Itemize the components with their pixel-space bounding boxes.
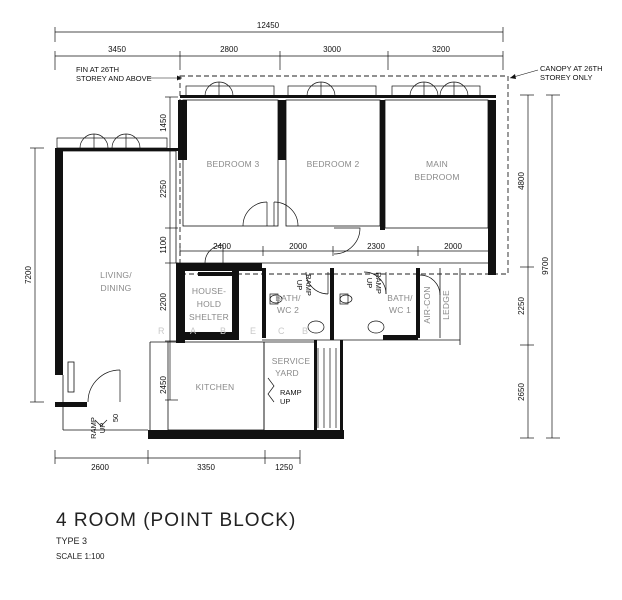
dim-left-1: 1450 [159, 114, 168, 132]
plan-title: 4 ROOM (POINT BLOCK) [56, 510, 297, 531]
ramp-bath2-line1: RAMP [304, 274, 313, 296]
dim-right-2: 2250 [517, 297, 526, 315]
dim-interior-3: 2300 [367, 242, 385, 251]
svg-text:R: R [158, 326, 165, 336]
dim-bottom-2: 3350 [197, 463, 215, 472]
room-kitchen: KITCHEN [196, 382, 235, 392]
windows-top [56, 81, 481, 149]
dim-left-overall: 7200 [24, 266, 33, 284]
dim-interior-1: 2400 [213, 242, 231, 251]
ramp-entry-line1: RAMP [89, 417, 98, 439]
room-bath1-line2: WC 1 [389, 305, 411, 315]
room-bath2-line2: WC 2 [277, 305, 299, 315]
dim-interior-2: 2000 [289, 242, 307, 251]
room-aircon-line2: LEDGE [441, 290, 451, 320]
room-shelter-line1: HOUSE- [192, 286, 226, 296]
outline-lines [62, 99, 490, 431]
dim-top-3: 3000 [323, 45, 341, 54]
room-service-yard-line2: YARD [275, 368, 299, 378]
room-bath1-line1: BATH/ [387, 293, 413, 303]
room-shelter-line2: HOLD [197, 299, 221, 309]
dim-top-2: 2800 [220, 45, 238, 54]
room-main-bedroom-line1: MAIN [426, 159, 448, 169]
ramp-bath1-line2: UP [365, 278, 374, 288]
dim-interior-4: 2000 [444, 242, 462, 251]
dim-overall-width: 12450 [257, 21, 280, 30]
dim-left-3: 1100 [159, 236, 168, 254]
room-living-line2: DINING [101, 283, 132, 293]
dimension-lines [30, 27, 560, 464]
dim-left-5: 2450 [159, 376, 168, 394]
ramp-bath1-line1: RAMP [374, 272, 383, 294]
dim-top-4: 3200 [432, 45, 450, 54]
door-swings [87, 201, 441, 403]
dim-bottom-1: 2600 [91, 463, 109, 472]
dim-right-3: 2650 [517, 383, 526, 401]
ramp-service-line2: UP [280, 397, 290, 406]
ramp-entry-line3: 50 [111, 414, 120, 422]
room-main-bedroom-line2: BEDROOM [414, 172, 459, 182]
dim-left-2: 2250 [159, 180, 168, 198]
ramp-service-line1: RAMP [280, 388, 302, 397]
svg-text:C: C [278, 326, 285, 336]
plan-scale: SCALE 1:100 [56, 552, 105, 561]
room-service-yard-line1: SERVICE [272, 356, 311, 366]
dim-bottom-3: 1250 [275, 463, 293, 472]
room-shelter-line3: SHELTER [189, 312, 229, 322]
drawing-label: 4 ROOM (POINT BLOCK) TYPE 3 SCALE 1:100 [56, 510, 456, 562]
fin-note-line2: STOREY AND ABOVE [76, 74, 152, 83]
room-bedroom-3: BEDROOM 3 [207, 159, 260, 169]
svg-text:B: B [220, 326, 226, 336]
room-living-line1: LIVING/ [100, 270, 132, 280]
svg-text:E: E [250, 326, 256, 336]
dim-top-1: 3450 [108, 45, 126, 54]
canopy-note-line2: STOREY ONLY [540, 73, 593, 82]
room-bedroom-2: BEDROOM 2 [307, 159, 360, 169]
walls [55, 95, 496, 439]
ramp-bath2-line2: UP [295, 280, 304, 290]
fixtures [94, 293, 385, 428]
ramp-entry-line2: UP [98, 423, 107, 433]
fin-note-line1: FIN AT 26TH [76, 65, 119, 74]
fin-arrow [177, 75, 182, 81]
room-aircon-line1: AIR-CON [422, 286, 432, 323]
plan-type: TYPE 3 [56, 536, 88, 546]
dim-right-1: 4800 [517, 172, 526, 190]
canopy-outline [179, 75, 509, 275]
svg-text:A: A [190, 326, 196, 336]
svg-text:B: B [302, 326, 308, 336]
dim-left-4: 2200 [159, 293, 168, 311]
dim-right-overall: 9700 [541, 257, 550, 275]
room-bath2-line1: BATH/ [275, 293, 301, 303]
canopy-arrow [510, 74, 516, 79]
canopy-note-line1: CANOPY AT 26TH [540, 64, 603, 73]
